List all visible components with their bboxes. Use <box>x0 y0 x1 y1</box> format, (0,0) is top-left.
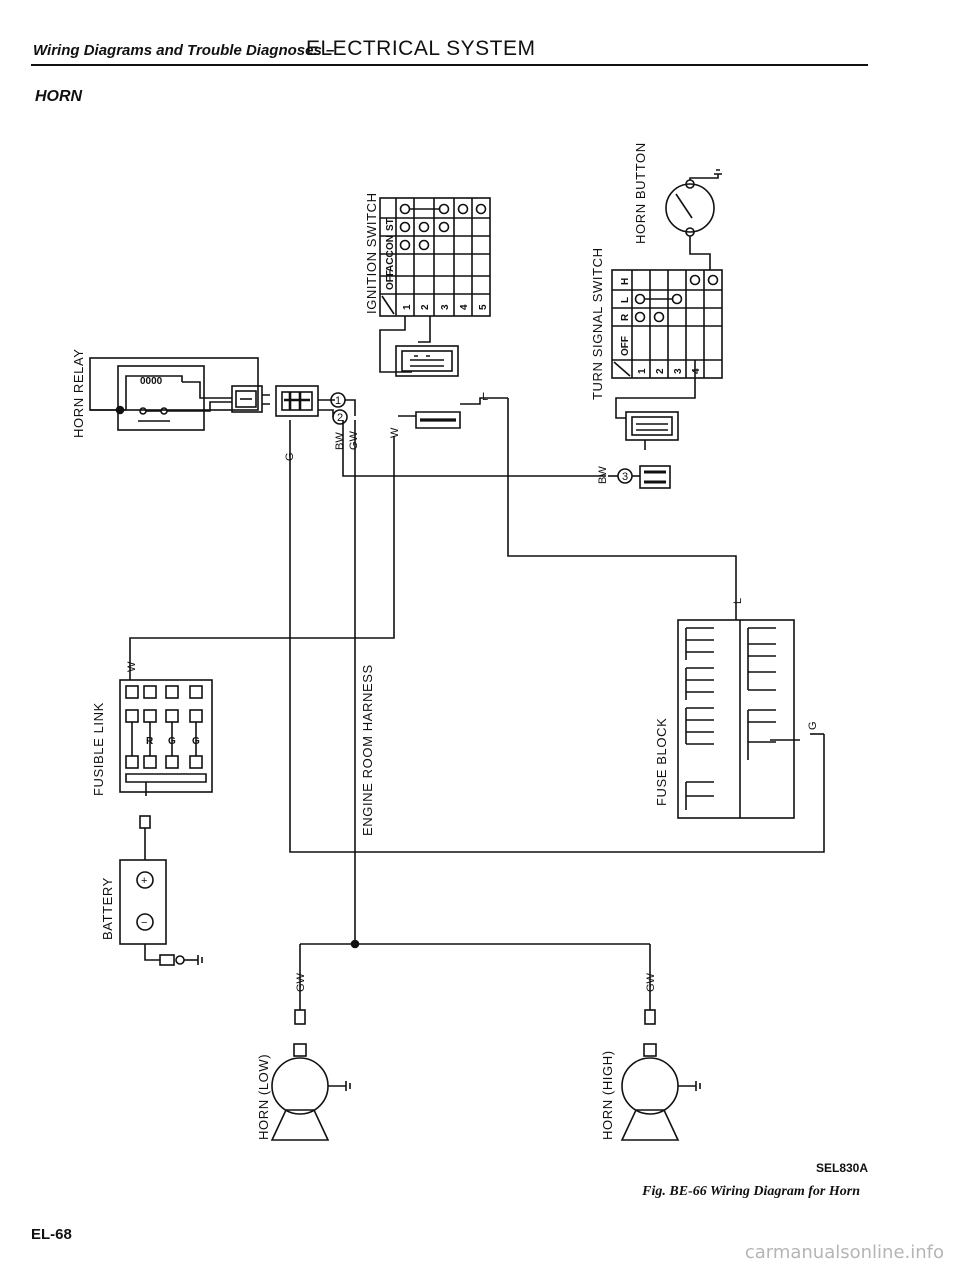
battery-plus: + <box>141 875 147 887</box>
horn-high-label: HORN (HIGH) <box>600 1050 615 1140</box>
fuse-block: FUSE BLOCK G <box>654 619 824 819</box>
fusible-link: FUSIBLE LINK W R G G <box>91 661 213 860</box>
wire-label-l-fuse: L <box>732 598 744 604</box>
ts-term-1: 1 <box>637 368 648 374</box>
ign-pos-acc: ACC <box>385 250 396 272</box>
ignition-switch: IGNITION SWITCH OFF ACC ON ST 1 2 3 4 5 <box>364 192 508 438</box>
header-rule <box>31 64 868 66</box>
horn-relay-label: HORN RELAY <box>71 348 86 438</box>
wire-label-g-fuse: G <box>807 721 819 730</box>
ts-term-2: 2 <box>655 368 666 374</box>
page-number: EL-68 <box>31 1226 72 1243</box>
ign-term-4: 4 <box>459 304 470 310</box>
ignition-switch-label: IGNITION SWITCH <box>364 192 379 314</box>
page-title: HORN <box>35 88 83 105</box>
figure-code: SEL830A <box>816 1161 869 1175</box>
horn-high: GW HORN (HIGH) <box>600 972 701 1141</box>
ts-pos-r: R <box>620 313 631 321</box>
ign-term-3: 3 <box>440 304 451 310</box>
fusible-link-label: FUSIBLE LINK <box>91 702 106 796</box>
header-italic: Wiring Diagrams and Trouble Diagnoses – <box>33 42 335 59</box>
ts-pos-off: OFF <box>620 336 631 356</box>
horn-relay: HORN RELAY 0000 <box>71 348 270 438</box>
wire-label-l-ign: L <box>482 391 488 403</box>
ign-pos-st: ST <box>385 218 396 231</box>
ts-pos-h: H <box>620 278 631 285</box>
battery-minus: − <box>141 917 147 929</box>
ign-pos-on: ON <box>385 235 396 250</box>
turn-signal-label: TURN SIGNAL SWITCH <box>590 247 605 400</box>
horn-button-label: HORN BUTTON <box>633 142 648 244</box>
figure-caption: Fig. BE-66 Wiring Diagram for Horn <box>642 1184 860 1199</box>
wire-label-bw-relay: BW <box>334 432 346 450</box>
fl-wire-g2: G <box>192 736 200 747</box>
relay-coil: 0000 <box>140 376 163 387</box>
horn-low: GW HORN (LOW) <box>256 972 351 1141</box>
ts-term-3: 3 <box>673 368 684 374</box>
wire-label-w-ign: W <box>389 427 401 438</box>
ign-term-2: 2 <box>420 304 431 310</box>
battery-label: BATTERY <box>100 877 115 940</box>
ts-pos-l: L <box>620 297 631 303</box>
connector-1-number: 1 <box>335 395 341 407</box>
battery: BATTERY + − <box>100 859 203 966</box>
wire-label-w-fl: W <box>126 661 138 672</box>
harness-connector: 1 2 G BW GW <box>275 385 360 461</box>
ign-term-1: 1 <box>402 304 413 310</box>
connector-2-number: 2 <box>337 412 343 424</box>
header-title: ELECTRICAL SYSTEM <box>306 37 536 60</box>
connector-3-number: 3 <box>622 471 628 483</box>
fl-wire-r: R <box>146 736 154 747</box>
wire-label-gw-high: GW <box>645 972 657 992</box>
fuse-block-label: FUSE BLOCK <box>654 718 669 806</box>
ign-term-5: 5 <box>478 304 489 310</box>
wire-label-bw-ts: BW <box>597 466 609 484</box>
horn-low-label: HORN (LOW) <box>256 1054 271 1140</box>
turn-signal-switch: TURN SIGNAL SWITCH HORN BUTTON OFF R L H… <box>590 142 723 489</box>
wire-label-gw-low: GW <box>295 972 307 992</box>
wire-label-gw-relay: GW <box>348 430 360 450</box>
ign-pos-off: OFF <box>385 270 396 290</box>
ts-term-4: 4 <box>691 368 702 374</box>
engine-room-harness-label: ENGINE ROOM HARNESS <box>360 664 375 836</box>
fl-wire-g1: G <box>168 736 176 747</box>
main-wires: L ENGINE ROOM HARNESS <box>129 398 825 1010</box>
watermark: carmanualsonline.info <box>744 1242 944 1263</box>
